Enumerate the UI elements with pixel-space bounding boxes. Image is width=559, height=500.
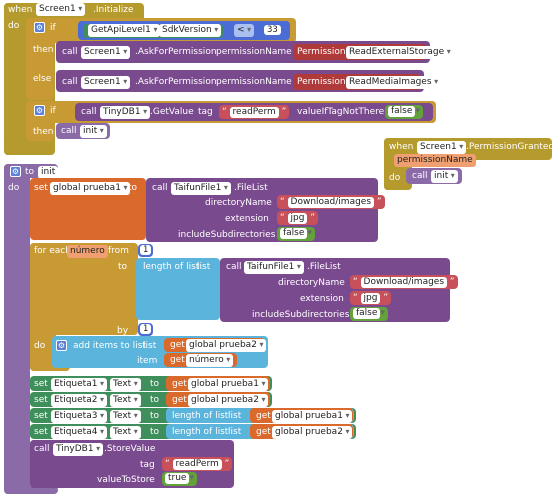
gear-icon-3[interactable]: ⚙ xyxy=(10,166,21,177)
text-property-dropdown-4[interactable]: Text xyxy=(110,426,141,439)
else-keyword: else xyxy=(33,74,52,84)
init-procedure-dropdown[interactable]: init xyxy=(80,125,107,138)
tinydb1-dropdown[interactable]: TinyDB1 xyxy=(100,106,151,119)
etiqueta2-dropdown[interactable]: Etiqueta2 xyxy=(51,394,108,407)
global-prueba2-get-dropdown-2[interactable]: global prueba2 xyxy=(272,426,353,439)
readperm-string[interactable]: “ readPerm ” xyxy=(219,105,290,119)
sdkversion-dropdown[interactable]: SdkVersion xyxy=(159,24,222,37)
false-boolean-2[interactable]: false ▾ xyxy=(277,227,315,241)
text-property-dropdown-3[interactable]: Text xyxy=(110,410,141,423)
then-keyword: then xyxy=(33,45,54,55)
permissionname-param[interactable]: permissionName xyxy=(394,154,476,167)
jpg-string[interactable]: “ jpg ” xyxy=(277,211,318,225)
tinydb1-dropdown-2[interactable]: TinyDB1 xyxy=(53,443,104,456)
screen1-dropdown[interactable]: Screen1 xyxy=(81,46,131,59)
number-33[interactable]: 33 xyxy=(262,24,283,37)
getapilevel-dropdown[interactable]: GetApiLevel1 xyxy=(88,24,161,37)
numero-dropdown[interactable]: número xyxy=(186,354,234,367)
download-images-string[interactable]: “ Download/images ” xyxy=(277,195,385,209)
readperm-string-2[interactable]: “ readPerm ” xyxy=(162,457,233,471)
read-media-images-dropdown[interactable]: ReadMediaImages xyxy=(346,76,442,89)
gear-icon-2[interactable]: ⚙ xyxy=(34,105,45,116)
numero-loop-variable[interactable]: número xyxy=(67,245,108,258)
text-property-dropdown-1[interactable]: Text xyxy=(110,378,141,391)
download-images-string-2[interactable]: “ Download/images ” xyxy=(350,275,458,289)
etiqueta3-dropdown[interactable]: Etiqueta3 xyxy=(51,410,108,423)
init-procedure-dropdown-2[interactable]: init xyxy=(431,170,458,183)
global-prueba1-get-dropdown[interactable]: global prueba1 xyxy=(188,378,269,391)
read-external-storage-dropdown[interactable]: ReadExternalStorage xyxy=(346,46,454,59)
jpg-string-2[interactable]: “ jpg ” xyxy=(350,291,391,305)
false-boolean-3[interactable]: false ▾ xyxy=(350,307,388,321)
text-property-dropdown-2[interactable]: Text xyxy=(110,394,141,407)
if-keyword: if xyxy=(50,23,56,33)
do-keyword: do xyxy=(8,21,20,31)
from-number-1[interactable]: 1 xyxy=(138,244,154,257)
screen1-dropdown-2[interactable]: Screen1 xyxy=(81,76,131,89)
etiqueta1-dropdown[interactable]: Etiqueta1 xyxy=(51,378,108,391)
initialize-event-label: .Initialize xyxy=(93,5,134,15)
etiqueta4-dropdown[interactable]: Etiqueta4 xyxy=(51,426,108,439)
by-number-1[interactable]: 1 xyxy=(138,323,154,336)
global-prueba2-get-dropdown[interactable]: global prueba2 xyxy=(188,394,269,407)
screen1-dropdown-3[interactable]: Screen1 xyxy=(417,141,467,154)
when-keyword: when xyxy=(8,5,33,15)
global-prueba1-dropdown[interactable]: global prueba1 xyxy=(50,182,131,195)
true-boolean[interactable]: true ▾ xyxy=(162,472,198,486)
init-name-field[interactable]: init xyxy=(38,166,59,179)
length-of-list-block-1[interactable] xyxy=(136,258,220,320)
gear-icon-4[interactable]: ⚙ xyxy=(56,340,67,351)
false-boolean[interactable]: false ▾ xyxy=(385,105,423,119)
operator-dropdown[interactable]: < xyxy=(234,24,255,37)
global-prueba1-get-dropdown-2[interactable]: global prueba1 xyxy=(272,410,353,423)
taifunfile1-dropdown[interactable]: TaifunFile1 xyxy=(171,182,231,195)
global-prueba2-dropdown[interactable]: global prueba2 xyxy=(186,339,267,352)
screen1-component-dropdown[interactable]: Screen1 xyxy=(36,3,86,16)
gear-icon[interactable]: ⚙ xyxy=(34,22,45,33)
init-procedure-block[interactable] xyxy=(4,164,30,494)
taifunfile1-dropdown-2[interactable]: TaifunFile1 xyxy=(244,261,304,274)
